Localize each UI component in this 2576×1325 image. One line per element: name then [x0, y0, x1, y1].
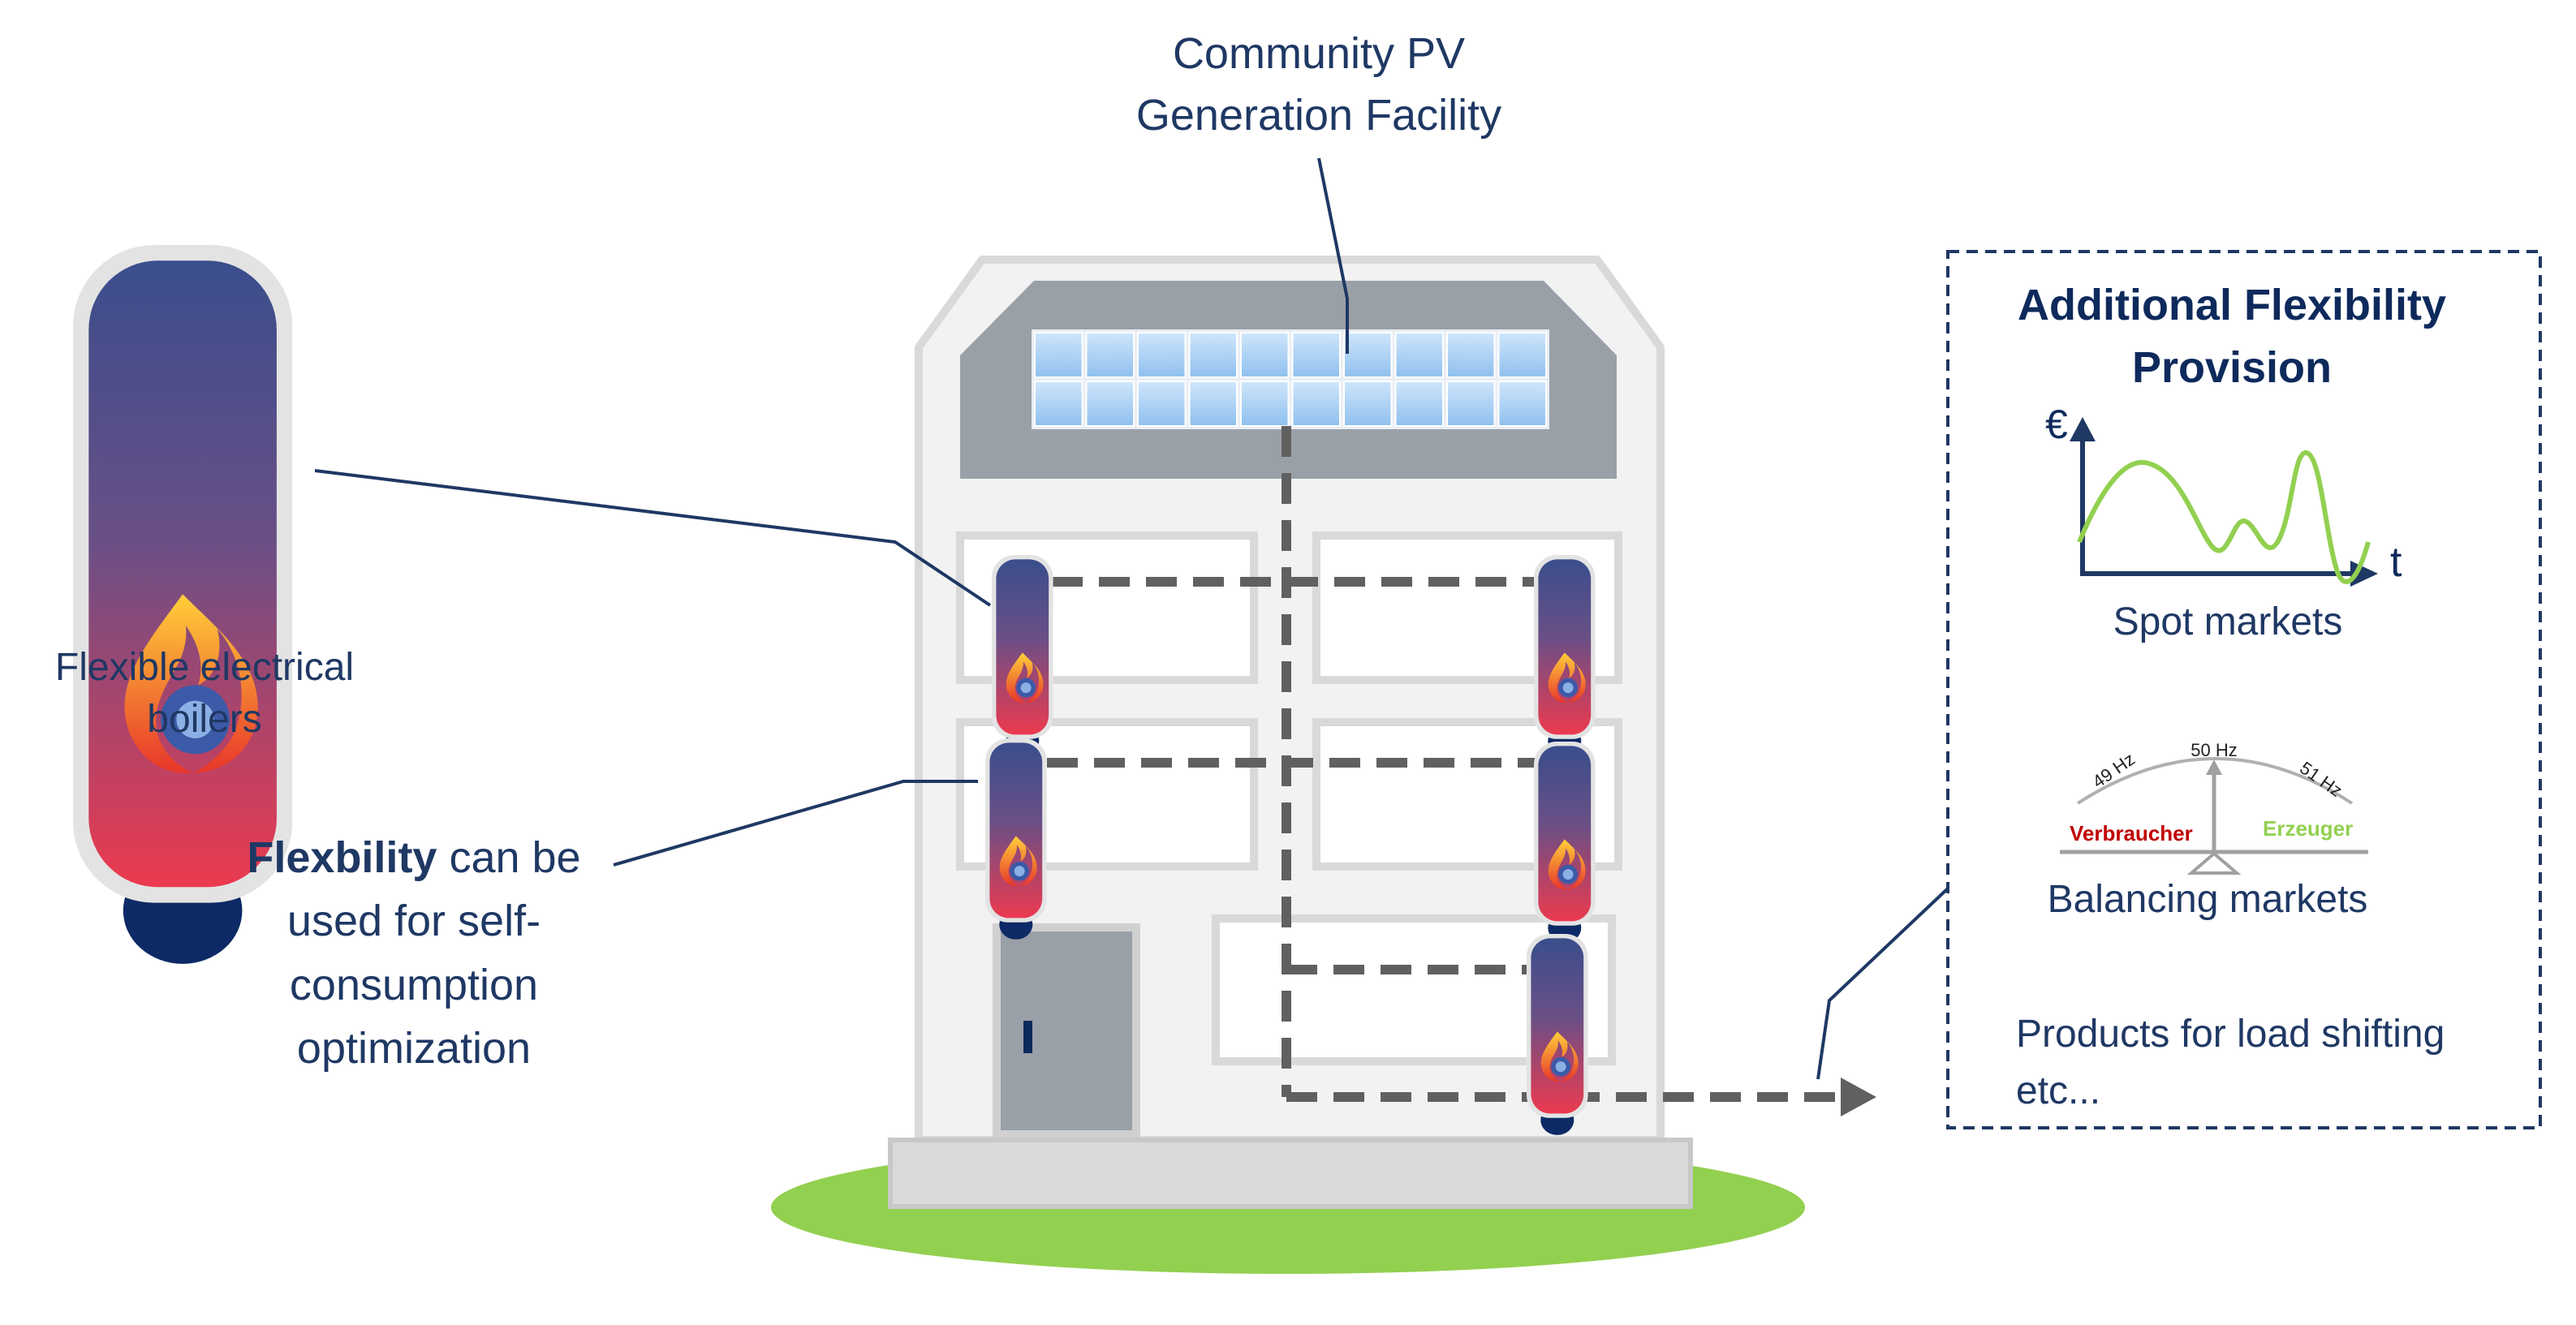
energy-pipes — [1047, 426, 1841, 1102]
spot-markets-caption: Spot markets — [2113, 600, 2343, 643]
building-base — [888, 1138, 1693, 1209]
pv-cell — [1034, 381, 1083, 427]
boiler-icon-apt2 — [1534, 555, 1596, 756]
building-door — [993, 923, 1140, 1138]
pv-label-line2: Generation Facility — [1136, 91, 1501, 140]
boilers-label-line2: boilers — [147, 698, 261, 741]
callout-lines — [314, 157, 1949, 1080]
gauge-hz-right: 51 Hz — [2296, 758, 2346, 801]
flex-label-rest: can be — [437, 833, 580, 882]
boiler-icon-apt3 — [985, 738, 1047, 940]
pv-cell — [1034, 332, 1083, 378]
pv-cell — [1394, 332, 1444, 378]
pv-cell — [1085, 381, 1135, 427]
pv-panel-array — [1032, 329, 1549, 429]
gauge-hz-left: 49 Hz — [2089, 749, 2139, 792]
pv-cell — [1188, 381, 1238, 427]
pv-cell — [1497, 332, 1547, 378]
gauge-hz-center: 50 Hz — [2190, 740, 2237, 760]
panel-title-line1: Additional Flexibility — [2018, 281, 2446, 329]
flex-label-line4: optimization — [297, 1024, 531, 1073]
spot-market-chart: € t — [2045, 402, 2402, 587]
pv-cell — [1137, 381, 1187, 427]
gauge-consumer-label: Verbraucher — [2070, 821, 2193, 845]
spot-price-curve — [2077, 450, 2371, 584]
pv-cell — [1137, 332, 1187, 378]
pv-cell — [1291, 381, 1341, 427]
pv-cell — [1446, 332, 1496, 378]
boilers-label-line1: Flexible electrical — [55, 646, 354, 689]
products-line1: Products for load shifting — [2016, 1013, 2445, 1056]
frequency-gauge: 49 Hz 50 Hz 51 Hz Verbraucher Erzeuger — [2060, 740, 2368, 875]
pv-cell — [1085, 332, 1135, 378]
balancing-markets-caption: Balancing markets — [2048, 878, 2368, 921]
flex-label-line2: used for self- — [287, 897, 541, 945]
pv-cell — [1188, 332, 1238, 378]
pv-cell — [1446, 381, 1496, 427]
gauge-pivot — [2186, 851, 2242, 875]
pipe-arrowhead — [1841, 1078, 1876, 1116]
products-line2: etc... — [2016, 1069, 2100, 1112]
boiler-icon-apt5 — [1527, 934, 1588, 1135]
boiler-icon-apt4 — [1534, 742, 1596, 943]
gauge-needle-tip — [2206, 759, 2222, 775]
gauge-arc — [2076, 757, 2354, 805]
pv-cell — [1343, 381, 1393, 427]
door-handle — [1023, 1021, 1032, 1053]
flex-label-bold: Flexbility — [247, 833, 437, 882]
pv-cell — [1394, 381, 1444, 427]
flexibility-panel — [1946, 250, 2542, 1129]
boiler-icon-apt1 — [992, 555, 1053, 756]
pv-cell — [1497, 381, 1547, 427]
gauge-producer-label: Erzeuger — [2263, 816, 2353, 841]
pv-cell — [1240, 381, 1290, 427]
pv-label-line1: Community PV — [1173, 29, 1465, 78]
spot-y-arrow — [2070, 417, 2096, 441]
spot-y-symbol: € — [2045, 402, 2068, 447]
pv-cell — [1291, 332, 1341, 378]
panel-title-line2: Provision — [2132, 343, 2332, 392]
spot-x-symbol: t — [2390, 539, 2402, 586]
flex-label-line1: Flexbility can be — [247, 833, 580, 882]
flex-label-line3: consumption — [290, 961, 538, 1009]
pv-cell — [1343, 332, 1393, 378]
pv-cell — [1240, 332, 1290, 378]
